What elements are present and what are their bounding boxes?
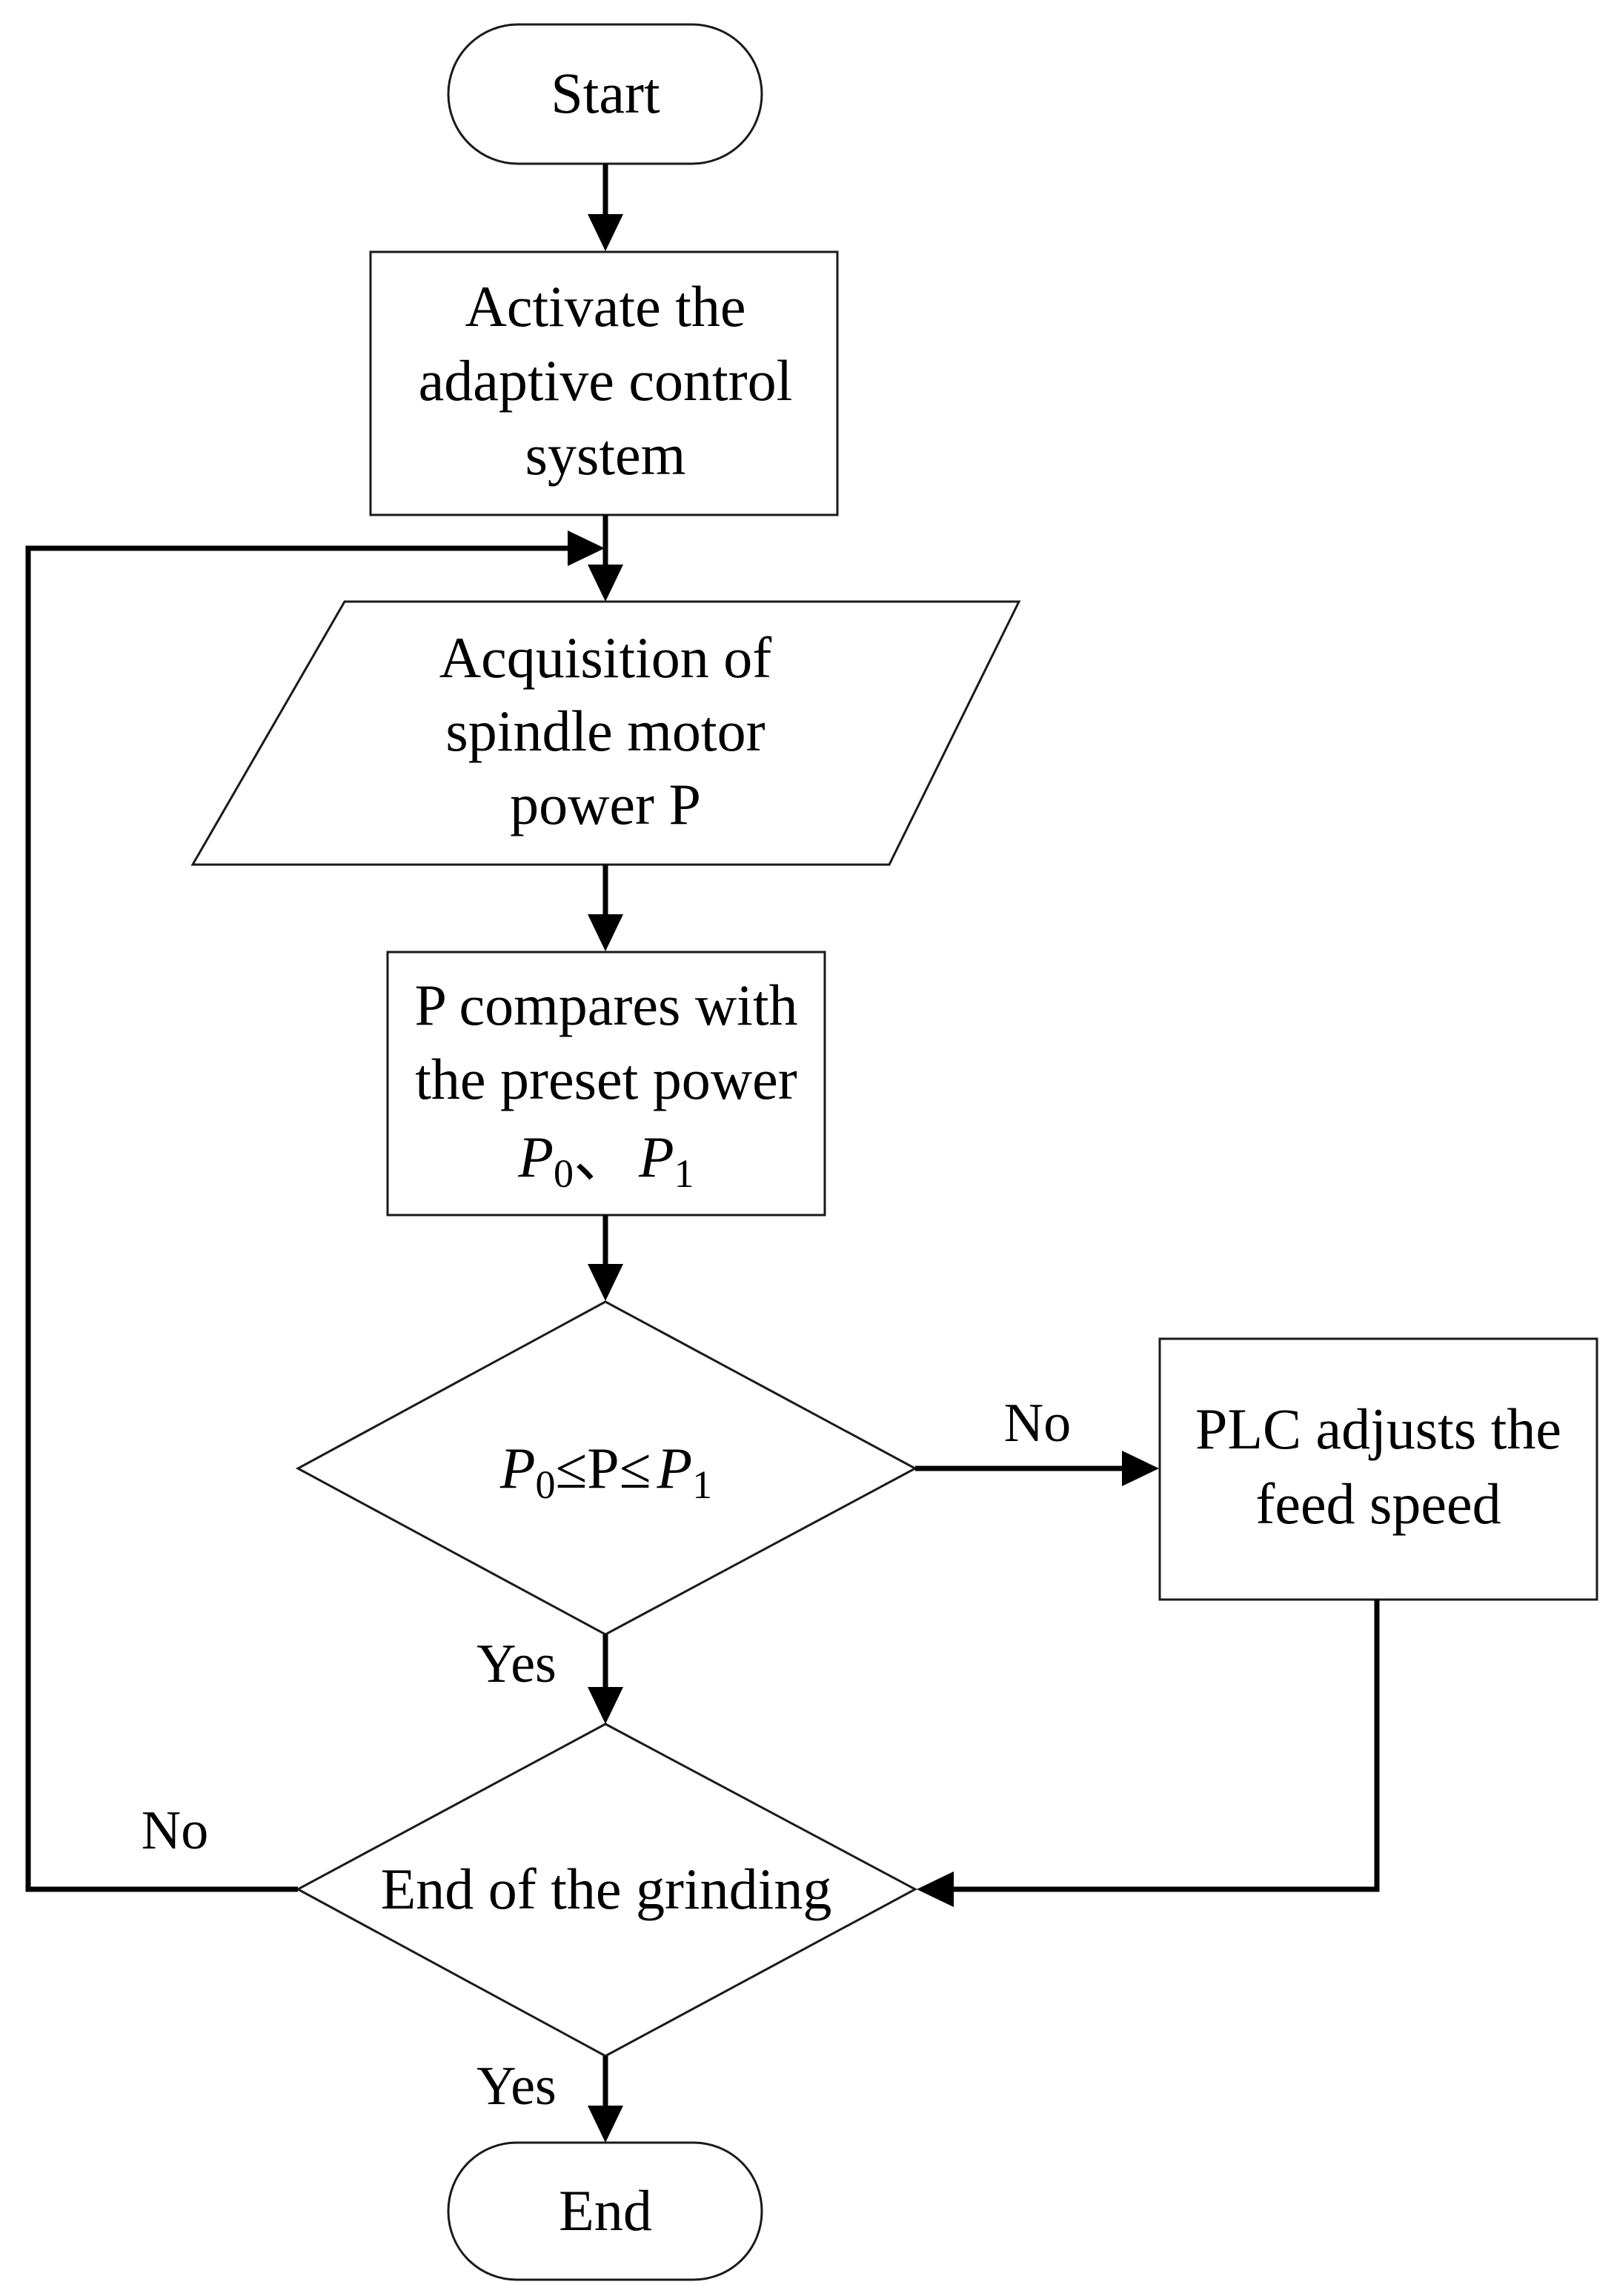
arrowhead-start-to-activate (588, 214, 623, 251)
arrowhead-plc-to-grinding (917, 1871, 954, 1907)
activate-label-line-1: Activate the (465, 274, 746, 339)
arrowhead-range-yes-to-grinding (588, 1687, 623, 1724)
arrowhead-grinding-yes-to-end (588, 2106, 623, 2143)
connector-grinding-no-loop (25, 545, 572, 1892)
compare-formula-sub-a: 0 (554, 1151, 574, 1196)
range-formula-middle: P (587, 1436, 619, 1500)
range-formula-op-a: ≤ (555, 1436, 587, 1500)
activate-label-line-2: adaptive control (419, 348, 793, 413)
range-formula-var-b: P (657, 1436, 693, 1500)
compare-formula-sub-b: 1 (674, 1151, 694, 1196)
range-formula: P0≤P≤P1 (499, 1436, 712, 1507)
arrowhead-grinding-no-loop (568, 530, 605, 566)
compare-formula: P0、P1 (517, 1125, 694, 1196)
arrowhead-acquire-to-compare (588, 914, 623, 951)
range-formula-sub-a: 0 (535, 1463, 555, 1507)
plc-label-line-2: feed speed (1255, 1471, 1501, 1536)
acquire-input-parallelogram (190, 600, 1021, 866)
arrowhead-activate-to-acquire (588, 565, 623, 602)
compare-label-line-1: P compares with (414, 973, 797, 1037)
activate-label-line-3: system (525, 422, 686, 487)
connector-plc-to-grinding (949, 1600, 1380, 1892)
plc-process-box (1158, 1337, 1598, 1601)
acquire-label-line-2: spindle motor (445, 699, 765, 763)
compare-process-box (386, 951, 826, 1217)
edge-label-grinding-yes: Yes (476, 2056, 557, 2117)
edge-label-grinding-no: No (142, 1800, 208, 1861)
range-formula-var-a: P (499, 1436, 536, 1500)
acquire-label-line-3: power P (510, 772, 701, 836)
compare-formula-var-b: P (638, 1125, 674, 1189)
edge-label-range-yes: Yes (476, 1634, 557, 1694)
edge-label-range-no: No (1004, 1393, 1071, 1454)
start-label: Start (551, 61, 660, 125)
range-formula-sub-b: 1 (692, 1463, 712, 1507)
activate-process-box (369, 250, 839, 516)
compare-formula-var-a: P (517, 1125, 554, 1189)
range-formula-op-b: ≤ (620, 1436, 651, 1500)
grinding-end-label: End of the grinding (381, 1857, 832, 1921)
compare-label-line-2: the preset power (415, 1047, 797, 1111)
arrowhead-range-no-to-plc (1122, 1451, 1159, 1486)
acquire-label-line-1: Acquisition of (439, 625, 771, 690)
end-label: End (559, 2178, 652, 2243)
end-terminal (447, 2141, 763, 2281)
compare-formula-separator: 、 (574, 1125, 631, 1189)
arrowhead-compare-to-range (588, 1264, 623, 1301)
plc-label-line-1: PLC adjusts the (1195, 1397, 1561, 1461)
